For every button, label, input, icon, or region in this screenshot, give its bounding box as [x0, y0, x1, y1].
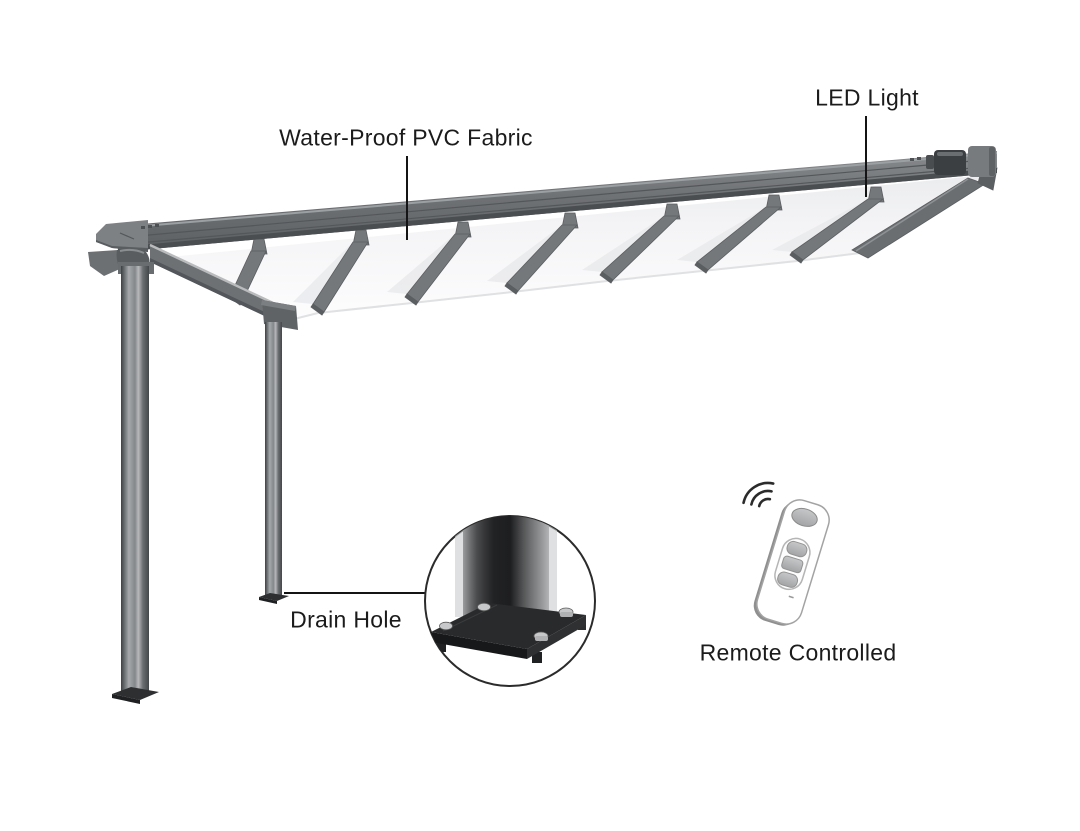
canopy-fabric [160, 175, 985, 321]
fabric-front-hem [289, 252, 861, 321]
remote-control-icon [742, 481, 830, 626]
fabric-panel [160, 175, 985, 320]
remote-led-window [791, 507, 818, 527]
remote-button-stop [781, 555, 804, 574]
inset-post-column [463, 516, 549, 617]
canopy-rafters [228, 167, 998, 316]
rafter-shadows [293, 199, 868, 304]
rafter [504, 212, 579, 295]
beam-right-cap [910, 146, 996, 177]
callout-lines [284, 116, 867, 594]
post-mid [259, 322, 289, 604]
base-plate-inset [424, 515, 596, 687]
post-front-left [112, 262, 159, 704]
rafter [694, 194, 783, 274]
rafter [599, 203, 681, 284]
back-beam [96, 146, 998, 252]
label-remote-controlled: Remote Controlled [699, 639, 897, 666]
rafter [404, 221, 472, 306]
remote-button-up [786, 540, 808, 558]
inset-base-plate [431, 603, 586, 663]
label-pvc-fabric: Water-Proof PVC Fabric [279, 124, 533, 151]
rafter [789, 186, 885, 264]
signal-waves-icon [742, 481, 775, 508]
inset-bolts [439, 602, 574, 641]
label-led-light: LED Light [815, 84, 919, 111]
remote-button-down [777, 571, 799, 588]
label-drain-hole: Drain Hole [290, 606, 402, 633]
